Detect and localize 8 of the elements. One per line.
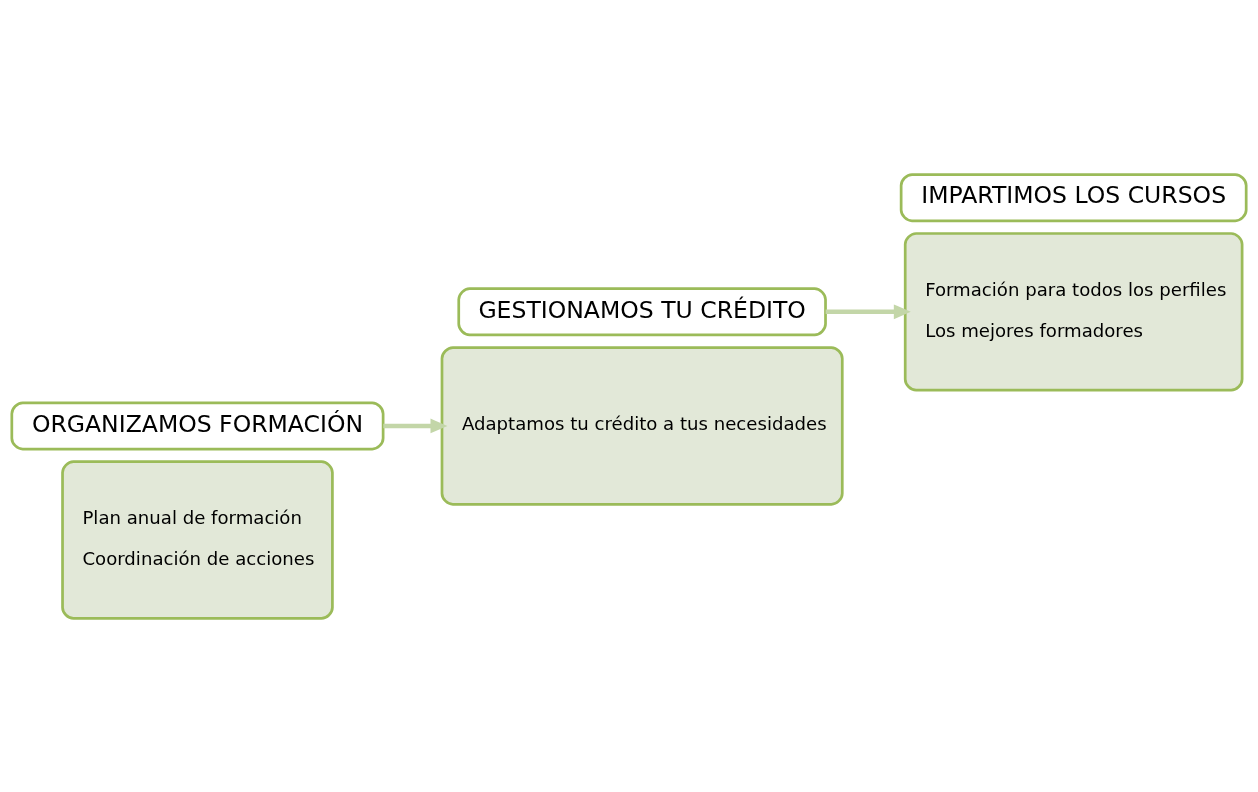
node-box: Formación para todos los perfiles Los mejores formadores [903,231,1244,392]
arrow [383,418,448,433]
node-box: GESTIONAMOS TU CRÉDITO [457,286,827,336]
node-box: Adaptamos tu crédito a tus necesidades [440,345,844,506]
node-box: Plan anual de formación Coordinación de acciones [61,459,334,620]
arrow [825,303,911,319]
node-box: IMPARTIMOS LOS CURSOS [899,172,1248,222]
node-box: ORGANIZAMOS FORMACIÓN [10,400,385,450]
